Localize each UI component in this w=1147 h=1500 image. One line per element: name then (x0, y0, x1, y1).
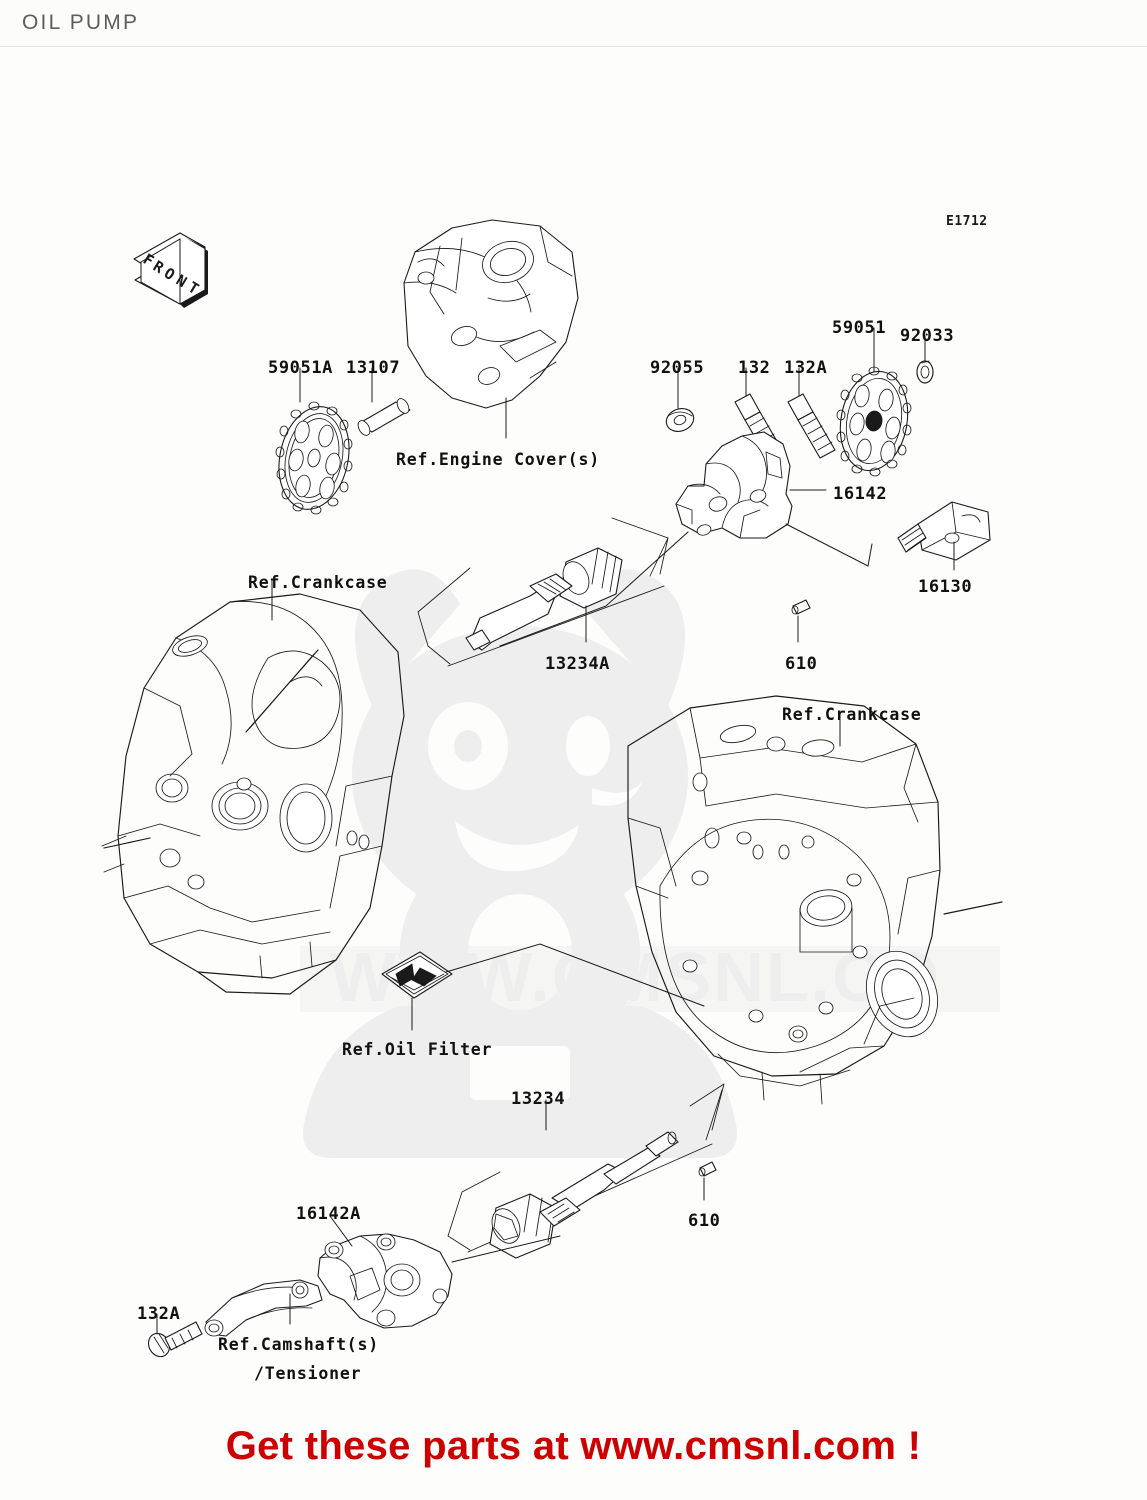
part-number-callout-59051[interactable]: 59051 (832, 318, 887, 338)
part-16130-relief-valve (897, 501, 991, 561)
header-bar: OIL PUMP (0, 0, 1147, 47)
part-number-callout-132a[interactable]: 132A (784, 358, 828, 378)
part-16142A-oil-pump-body (204, 1233, 453, 1337)
leader-lines (156, 327, 955, 1335)
part-13234-shaft-assembly (447, 1083, 725, 1259)
part-number-callout-610[interactable]: 610 (785, 654, 818, 674)
part-13107-shaft (357, 398, 411, 436)
part-number-callout-92055[interactable]: 92055 (650, 358, 705, 378)
cmsnl-watermark: WWW.CMSNL.CO (300, 569, 1000, 1158)
part-number-callout-132[interactable]: 132 (738, 358, 771, 378)
ref-crankcase-left-drawing (101, 593, 405, 995)
footer-cta[interactable]: Get these parts at www.cmsnl.com ! (225, 1424, 922, 1468)
part-610-pin-lower (698, 1161, 717, 1177)
part-number-callout-59051a[interactable]: 59051A (268, 358, 334, 378)
part-610-pin-upper (791, 599, 811, 615)
part-59051-sprocket (836, 366, 912, 477)
part-number-callout-132a[interactable]: 132A (137, 1304, 181, 1324)
page-title: OIL PUMP (22, 11, 140, 34)
part-number-callout-16130[interactable]: 16130 (918, 577, 973, 597)
reference-label-r01[interactable]: Ref.Engine Cover(s) (396, 450, 600, 469)
part-16142-oil-pump-body (675, 431, 793, 539)
part-13234A-shaft-assembly (417, 517, 669, 667)
reference-label-r05[interactable]: Ref.Camshaft(s) (218, 1335, 380, 1354)
ref-oil-filter-screen (381, 951, 453, 999)
part-number-callout-16142[interactable]: 16142 (833, 484, 888, 504)
reference-label-r06[interactable]: /Tensioner (254, 1364, 362, 1383)
part-number-callout-610[interactable]: 610 (688, 1211, 721, 1231)
part-59051A-sprocket (275, 401, 353, 515)
part-92033-circlip (916, 360, 934, 384)
reference-label-r03[interactable]: Ref.Crankcase (782, 705, 922, 724)
reference-label-r02[interactable]: Ref.Crankcase (248, 573, 388, 592)
diagram-code: E1712 (946, 214, 988, 229)
diagram-canvas: .ln { fill:none; stroke:#1a1a1a; stroke-… (0, 46, 1147, 1420)
ref-crankcase-right-drawing (627, 695, 1003, 1105)
part-number-callout-13107[interactable]: 13107 (346, 358, 401, 378)
front-direction-marker: F R O N T (133, 232, 208, 308)
part-132A-bolt-lower (147, 1321, 203, 1358)
part-132A-bolt (787, 393, 836, 459)
part-number-callout-16142a[interactable]: 16142A (296, 1204, 362, 1224)
part-92055-oring (665, 408, 695, 432)
reference-label-r04[interactable]: Ref.Oil Filter (342, 1040, 493, 1059)
part-number-callout-13234[interactable]: 13234 (511, 1089, 566, 1109)
part-number-callout-92033[interactable]: 92033 (900, 326, 955, 346)
part-number-callout-13234a[interactable]: 13234A (545, 654, 611, 674)
engine-cover-part (403, 219, 579, 409)
exploded-parts-drawing: .ln { fill:none; stroke:#1a1a1a; stroke-… (101, 219, 1003, 1358)
